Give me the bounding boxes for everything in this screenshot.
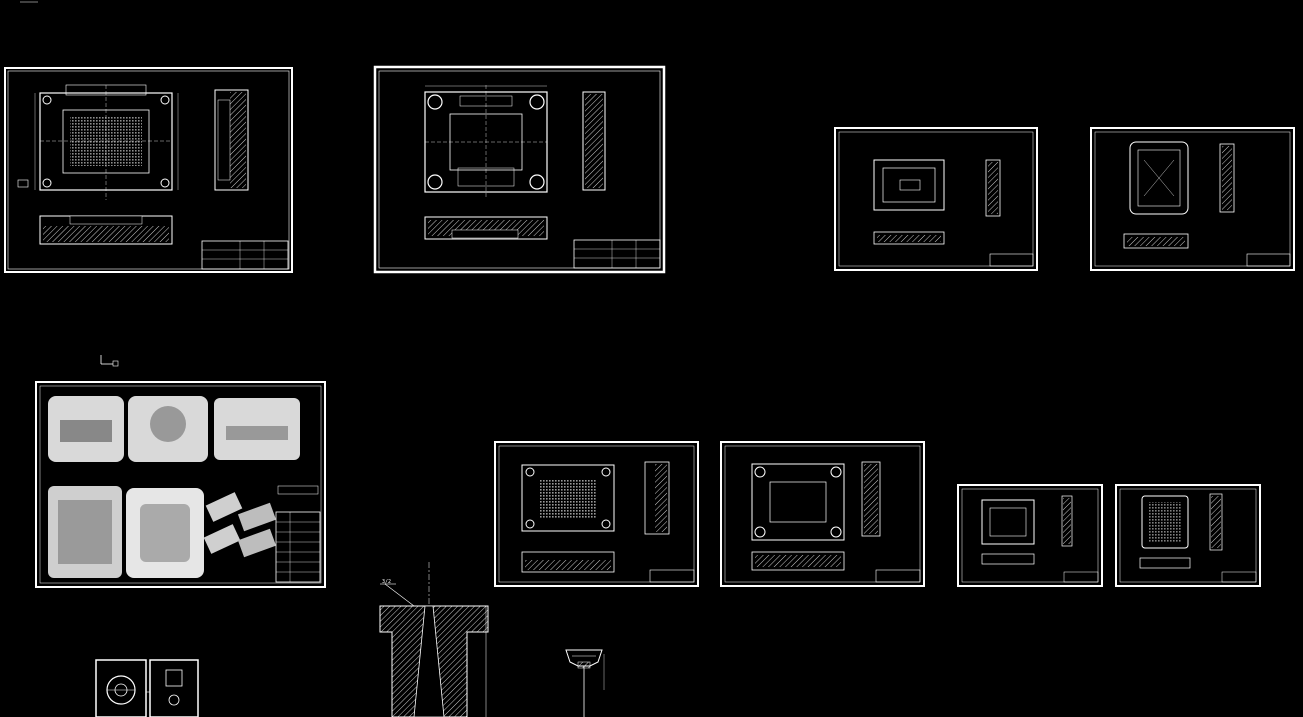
sheet-4[interactable] — [1090, 127, 1295, 271]
title-block — [1246, 253, 1291, 267]
plan-view — [424, 85, 548, 198]
sheet-2[interactable] — [373, 65, 666, 274]
front-section — [39, 215, 173, 245]
title-block — [875, 569, 921, 583]
sheet-9[interactable] — [1115, 484, 1261, 587]
front-section — [424, 216, 548, 240]
title-block — [1221, 571, 1257, 583]
title-block — [649, 569, 695, 583]
side-view — [582, 91, 606, 191]
title-block — [573, 239, 661, 269]
sheet-8[interactable] — [957, 484, 1103, 587]
plan-view — [17, 84, 179, 200]
title-block — [989, 253, 1034, 267]
sheet-7[interactable] — [720, 441, 925, 587]
side-view — [214, 89, 249, 191]
small-parts-pair[interactable] — [95, 659, 199, 717]
nozzle-detail[interactable] — [565, 649, 605, 717]
title-block — [1063, 571, 1099, 583]
parts-list-table — [275, 511, 321, 583]
sprue-dimension-label: 3/2 — [382, 579, 392, 585]
sheet-1[interactable] — [4, 67, 293, 273]
title-block — [201, 240, 289, 270]
sheet-6[interactable] — [494, 441, 699, 587]
sheet-5[interactable] — [35, 381, 326, 588]
sheet-3[interactable] — [834, 127, 1038, 271]
sprue-bushing-section[interactable] — [379, 562, 489, 717]
ucs-icon — [100, 355, 119, 367]
